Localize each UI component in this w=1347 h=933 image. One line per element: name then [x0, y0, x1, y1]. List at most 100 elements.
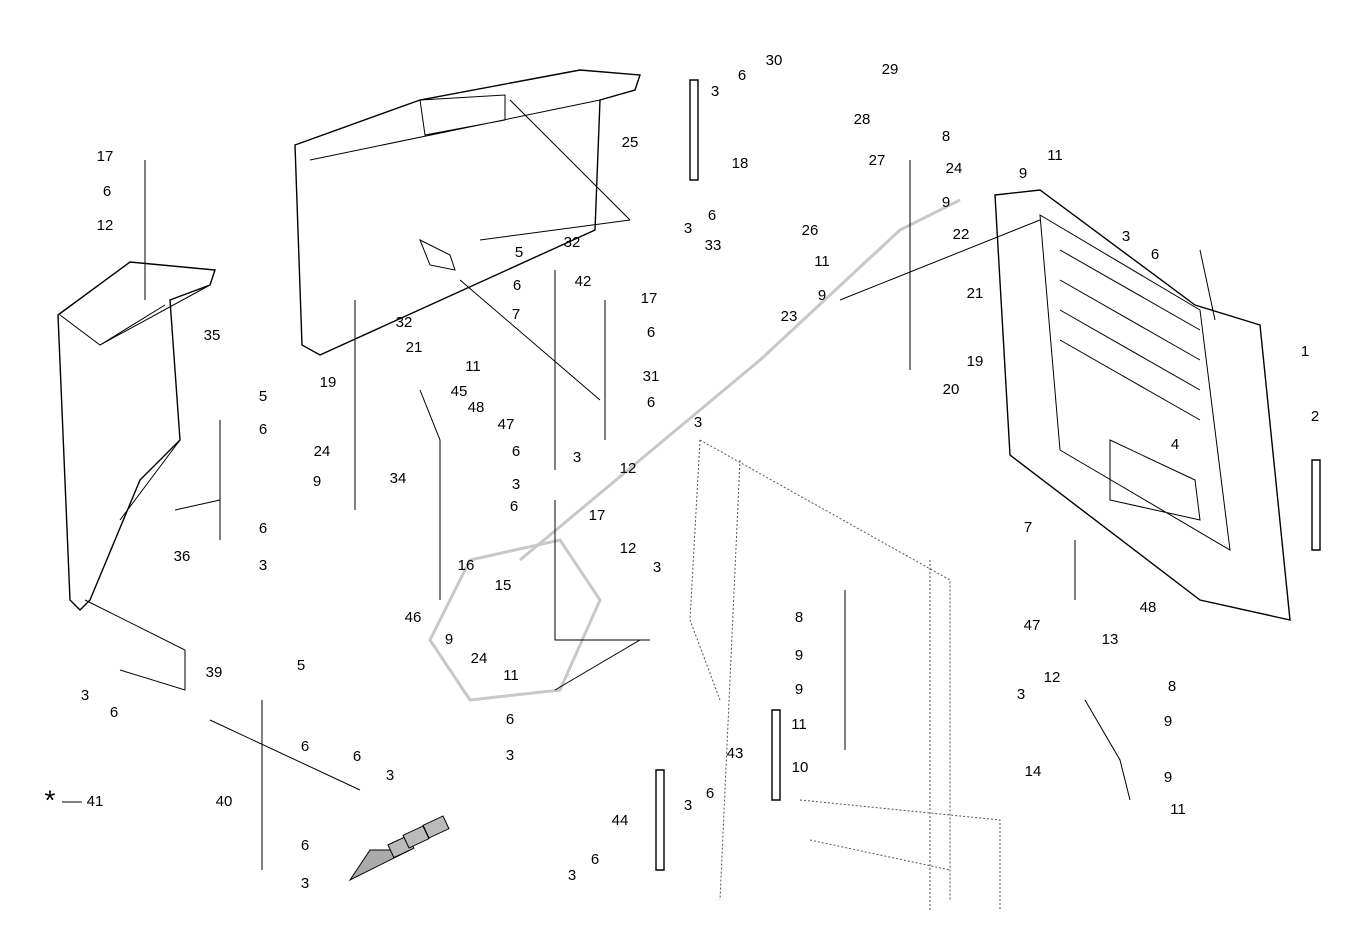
callout-number: 6 — [708, 207, 716, 224]
callout-number: 11 — [1047, 147, 1063, 164]
callout-number: 3 — [506, 747, 514, 764]
callout-number: 3 — [81, 687, 89, 704]
callout-number: 6 — [506, 711, 514, 728]
callout-number: 6 — [259, 520, 267, 537]
callout-number: 9 — [313, 473, 321, 490]
callout-number: 8 — [942, 128, 950, 145]
callout-number: 32 — [396, 314, 413, 331]
callout-number: 26 — [802, 222, 819, 239]
callout-number: 5 — [297, 657, 305, 674]
left-side-panel — [57, 261, 216, 611]
callout-number: 6 — [353, 748, 361, 765]
callout-number: 6 — [510, 498, 518, 515]
callout-number: 42 — [575, 273, 592, 290]
callout-number: 43 — [727, 745, 744, 762]
callout-number: 24 — [946, 160, 963, 177]
callout-number: 11 — [814, 253, 830, 270]
direction-arrow — [348, 815, 450, 882]
asterisk-symbol: * — [45, 784, 56, 815]
watermark — [428, 198, 961, 702]
callout-number: 17 — [97, 148, 114, 165]
right-side-grille-panel — [994, 189, 1291, 621]
callout-number: 19 — [320, 374, 337, 391]
callout-number: 12 — [620, 540, 637, 557]
callout-number: 3 — [1122, 228, 1130, 245]
frame-structure — [689, 439, 1001, 910]
callout-number: 11 — [791, 716, 807, 733]
callout-number: 12 — [1044, 669, 1061, 686]
footnote-label: 41 — [87, 793, 104, 810]
callout-number: 12 — [620, 460, 637, 477]
callout-number: 32 — [564, 234, 581, 251]
callout-number: 13 — [1102, 631, 1119, 648]
callout-number: 5 — [515, 244, 523, 261]
callout-number: 39 — [206, 664, 223, 681]
callout-number: 11 — [503, 667, 519, 684]
callout-number: 6 — [301, 738, 309, 755]
top-hood-panel — [294, 69, 641, 356]
callout-number: 3 — [694, 414, 702, 431]
callout-number: 9 — [795, 647, 803, 664]
callout-number: 48 — [1140, 599, 1157, 616]
callout-number: 5 — [259, 388, 267, 405]
callout-number: 23 — [781, 308, 798, 325]
callout-number: 34 — [390, 470, 407, 487]
callout-number: 9 — [818, 287, 826, 304]
callout-number: 29 — [882, 61, 899, 78]
callout-number: 9 — [795, 681, 803, 698]
callout-number: 3 — [684, 797, 692, 814]
callout-number: 3 — [684, 220, 692, 237]
callout-number: 3 — [386, 767, 394, 784]
callout-number: 48 — [468, 399, 485, 416]
callout-number: 6 — [301, 837, 309, 854]
callout-number: 28 — [854, 111, 871, 128]
callout-number: 7 — [512, 306, 520, 323]
callout-number: 22 — [953, 226, 970, 243]
callout-number: 6 — [259, 421, 267, 438]
callout-number: 14 — [1025, 763, 1042, 780]
callout-number: 10 — [792, 759, 809, 776]
callout-number: 6 — [738, 67, 746, 84]
callout-number: 31 — [643, 368, 660, 385]
callout-number: 11 — [1170, 801, 1186, 818]
callout-number: 9 — [1164, 769, 1172, 786]
callout-number: 30 — [766, 52, 783, 69]
callout-number: 8 — [1168, 678, 1176, 695]
callout-number: 17 — [589, 507, 606, 524]
callout-number: 6 — [103, 183, 111, 200]
callout-number: 11 — [465, 358, 481, 375]
callout-number: 16 — [458, 557, 475, 574]
callout-number: 24 — [314, 443, 331, 460]
callout-number: 18 — [732, 155, 749, 172]
callout-number: 3 — [568, 867, 576, 884]
callout-number: 3 — [573, 449, 581, 466]
callout-number: 35 — [204, 327, 221, 344]
callout-number: 44 — [612, 812, 629, 829]
callout-number: 47 — [1024, 617, 1041, 634]
callout-number: 4 — [1171, 436, 1179, 453]
callout-number: 47 — [498, 416, 515, 433]
callout-number: 12 — [97, 217, 114, 234]
callout-number: 6 — [110, 704, 118, 721]
footnote: * 41 — [45, 784, 104, 815]
callout-number: 17 — [641, 290, 658, 307]
callout-number: 3 — [259, 557, 267, 574]
callout-number: 6 — [591, 851, 599, 868]
callout-number: 6 — [647, 324, 655, 341]
callout-number: 7 — [1024, 519, 1032, 536]
callout-number: 21 — [406, 339, 423, 356]
callout-number: 2 — [1311, 408, 1319, 425]
gas-struts — [655, 79, 1321, 871]
callout-number: 9 — [1019, 165, 1027, 182]
callout-number: 21 — [967, 285, 984, 302]
callout-number: 46 — [405, 609, 422, 626]
callout-number: 6 — [513, 277, 521, 294]
callout-number: 9 — [445, 631, 453, 648]
leader-lines — [84, 99, 1216, 870]
callout-number: 3 — [711, 83, 719, 100]
callout-number: 6 — [1151, 246, 1159, 263]
callout-number: 8 — [795, 609, 803, 626]
callout-number: 40 — [216, 793, 233, 810]
callout-number: 6 — [512, 443, 520, 460]
